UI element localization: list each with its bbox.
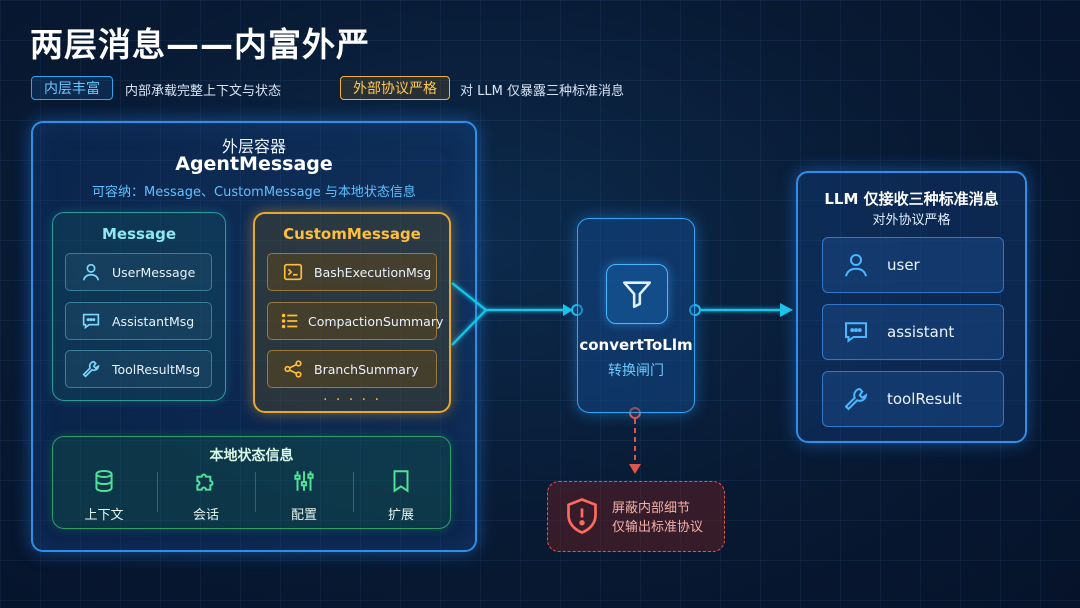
list-icon	[279, 310, 301, 332]
chat-icon	[839, 317, 873, 347]
local-state-group	[52, 436, 451, 529]
local-state-label: 上下文	[84, 508, 124, 523]
llm-panel-subtitle: 对外协议严格	[872, 213, 951, 228]
container-heading: 外层容器	[221, 137, 286, 156]
local-state-context: 上下文	[55, 468, 153, 523]
inner-rich-tag: 内层丰富	[31, 76, 113, 100]
local-state-extension: 扩展	[352, 468, 450, 523]
arrowhead	[780, 303, 793, 317]
more-indicator: · · · · ·	[322, 392, 382, 408]
filter-icon	[606, 264, 668, 324]
message-group-title: Message	[102, 225, 176, 243]
local-state-label: 扩展	[387, 508, 414, 523]
local-state-title: 本地状态信息	[209, 448, 294, 464]
llm-panel-title: LLM 仅接收三种标准消息	[824, 190, 999, 208]
custom-item-label: CompactionSummary	[308, 313, 444, 329]
port-dot	[689, 304, 701, 316]
container-name: AgentMessage	[175, 153, 333, 175]
warning-line-1: 屏蔽内部细节	[612, 501, 691, 516]
message-item-label: ToolResultMsg	[112, 361, 201, 377]
message-item-label: AssistantMsg	[112, 313, 195, 329]
warning-text: 屏蔽内部细节 仅输出标准协议	[612, 499, 703, 537]
arrowhead	[563, 304, 573, 316]
gate-label: 转换闸门	[608, 363, 664, 379]
custom-item-compaction: CompactionSummary	[267, 302, 443, 340]
user-icon	[839, 250, 873, 280]
chat-icon	[77, 310, 105, 332]
local-state-session: 会话	[157, 468, 255, 523]
divider	[353, 472, 354, 512]
message-item-toolresult: ToolResultMsg	[65, 350, 212, 388]
llm-item-toolresult: toolResult	[822, 371, 1004, 427]
llm-item-assistant: assistant	[822, 304, 1004, 360]
warning-box	[547, 481, 725, 552]
sliders-icon	[291, 468, 317, 498]
bookmark-icon	[388, 468, 414, 498]
llm-item-label: user	[887, 256, 920, 274]
user-icon	[77, 261, 105, 283]
puzzle-icon	[193, 468, 219, 498]
message-item-assistant: AssistantMsg	[65, 302, 212, 340]
wrench-icon	[77, 358, 105, 380]
wrench-icon	[839, 384, 873, 414]
port-dot	[629, 407, 641, 419]
page-title: 两层消息——内富外严	[30, 25, 370, 64]
message-item-user: UserMessage	[65, 253, 212, 291]
message-item-label: UserMessage	[112, 264, 196, 280]
custom-item-branch: BranchSummary	[267, 350, 437, 388]
arrowhead	[629, 464, 641, 474]
shield-alert-icon	[564, 496, 600, 540]
container-subtitle: 可容纳：Message、CustomMessage 与本地状态信息	[92, 185, 416, 200]
local-state-label: 配置	[290, 508, 317, 523]
inner-rich-description: 内部承载完整上下文与状态	[125, 84, 282, 99]
divider	[157, 472, 158, 512]
share-icon	[279, 358, 307, 380]
outer-strict-tag: 外部协议严格	[340, 76, 450, 100]
warning-line-2: 仅输出标准协议	[612, 520, 704, 535]
custom-item-label: BashExecutionMsg	[314, 264, 432, 280]
llm-item-user: user	[822, 237, 1004, 293]
database-icon	[91, 468, 117, 498]
gate-name: convertToLlm	[579, 336, 693, 354]
terminal-icon	[279, 261, 307, 283]
custom-item-label: BranchSummary	[314, 361, 419, 377]
llm-item-label: assistant	[887, 323, 955, 341]
outer-strict-description: 对 LLM 仅暴露三种标准消息	[460, 84, 624, 99]
custom-message-group-title: CustomMessage	[283, 225, 421, 243]
merge-connector	[451, 282, 488, 346]
local-state-config: 配置	[255, 468, 353, 523]
local-state-label: 会话	[192, 508, 219, 523]
divider	[255, 472, 256, 512]
llm-item-label: toolResult	[887, 390, 962, 408]
custom-item-bash: BashExecutionMsg	[267, 253, 437, 291]
